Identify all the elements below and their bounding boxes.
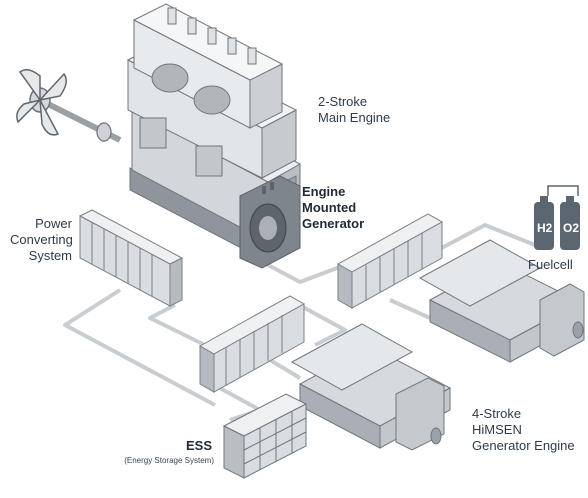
main-engine-label-line-2: Main Engine [318, 110, 391, 125]
generator-engine-right [418, 239, 585, 363]
ess-label: ESS [185, 438, 212, 453]
generator-engine-label-line-2: HiMSEN [472, 422, 522, 437]
fuelcell-h2-label: H2 [537, 221, 553, 235]
power-converting-cabinet-right [336, 213, 444, 309]
engine-mounted-generator [239, 175, 301, 269]
main-engine-label: 2-Stroke Main Engine [318, 94, 390, 126]
engine-generator-label-line-2: Mounted [302, 200, 357, 215]
fuelcell-label: Fuelcell [528, 257, 573, 272]
generator-engine-label-line-3: Generator Engine [472, 438, 575, 453]
engine-generator-label-line-3: Generator [302, 216, 365, 231]
propeller [16, 69, 122, 143]
generator-engine-label-line-1: 4-Stroke [472, 406, 522, 421]
power-converting-cabinet-left [78, 209, 184, 307]
engine-generator-label: Engine Mounted Generator [302, 184, 364, 232]
engine-generator-label-line-1: Engine [302, 184, 346, 199]
ess-battery-block [222, 393, 308, 479]
fuelcell-tanks [534, 185, 580, 250]
main-engine-label-line-1: 2-Stroke [318, 94, 368, 109]
power-converting-label: Power Converting System [10, 216, 73, 264]
generator-engine-label: 4-Stroke HiMSEN Generator Engine [472, 406, 575, 454]
generator-engine-center [290, 323, 452, 451]
power-converting-label-line-2: Converting [10, 232, 73, 247]
power-converting-label-line-1: Power [35, 216, 72, 231]
power-converting-label-line-3: System [28, 248, 72, 263]
ess-subtitle: (Energy Storage System) [124, 456, 214, 465]
power-converting-cabinet-center [198, 295, 306, 393]
fuelcell-o2-label: O2 [563, 221, 580, 235]
